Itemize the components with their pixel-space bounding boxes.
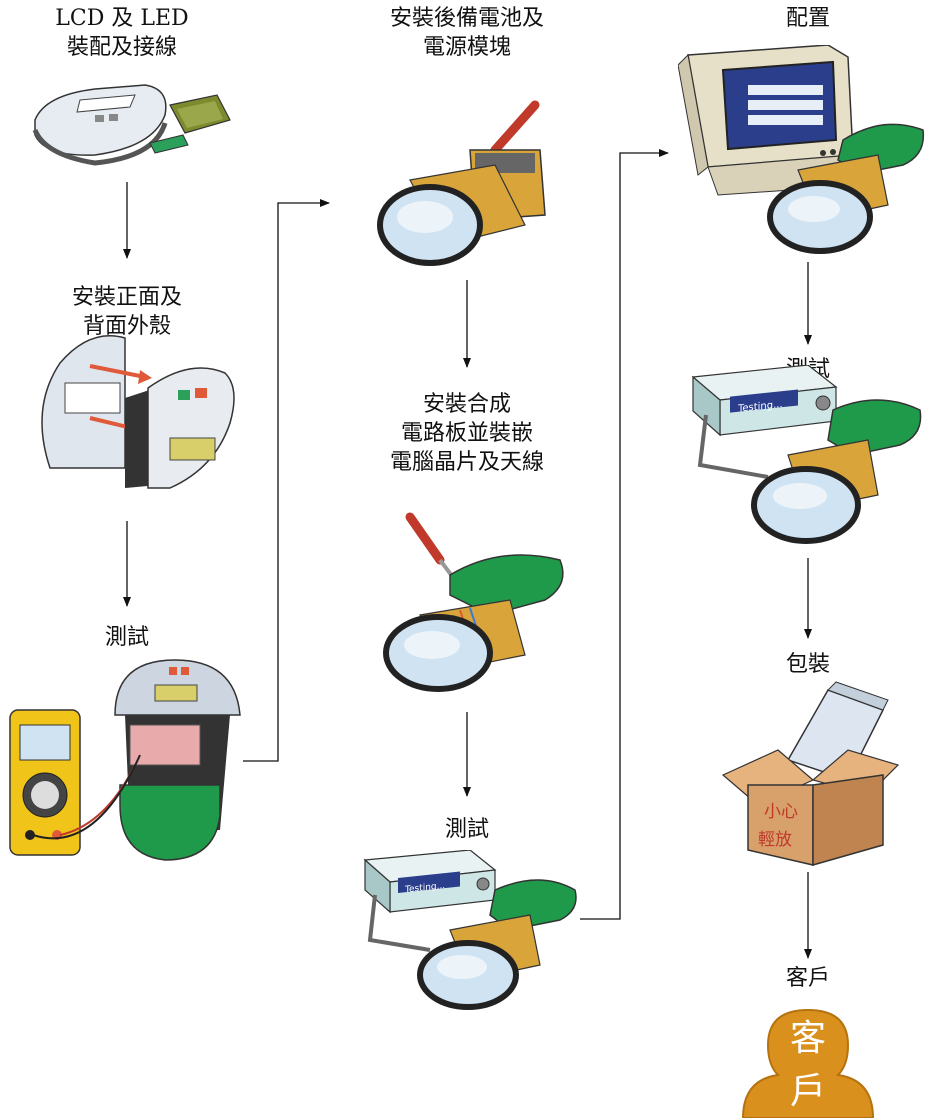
circuit-board-install-illustration — [383, 512, 564, 692]
svg-text:Testing...: Testing... — [404, 881, 445, 895]
svg-text:Testing...: Testing... — [737, 399, 783, 415]
arrow-test2-to-config — [580, 149, 669, 920]
step-label-housing: 安裝正面及 背面外殼 — [71, 285, 183, 339]
tester-device-illustration-3: Testing... — [691, 365, 922, 544]
step-label-customer: 客戶 — [785, 966, 831, 991]
packing-box-illustration: 小心 輕放 — [721, 681, 900, 866]
step-label-lcd: LCD 及 LED 裝配及接線 — [55, 6, 189, 60]
step-label-config: 配置 — [785, 6, 831, 31]
housing-assembly-illustration — [41, 335, 235, 489]
svg-text:輕放: 輕放 — [758, 830, 792, 850]
computer-configuration-illustration — [678, 45, 925, 254]
step-label-test-2: 測試 — [444, 817, 490, 842]
battery-install-illustration — [377, 100, 546, 266]
step-label-board: 安裝合成 電路板並裝嵌 電腦晶片及天線 — [389, 392, 545, 475]
step-label-test-1: 測試 — [104, 625, 150, 650]
step-label-pack: 包裝 — [785, 652, 831, 677]
svg-text:小心: 小心 — [764, 802, 798, 822]
multimeter-test-illustration — [9, 659, 241, 861]
customer-icon: 客 戶 — [741, 1008, 875, 1118]
lcd-led-parts-illustration — [32, 84, 231, 166]
svg-text:客: 客 — [790, 1018, 826, 1059]
svg-text:戶: 戶 — [790, 1071, 826, 1112]
arrow-test1-to-battery — [243, 199, 330, 762]
tester-device-illustration-2: Testing... — [363, 850, 577, 1010]
step-label-battery: 安裝後備電池及 電源模塊 — [389, 6, 545, 60]
